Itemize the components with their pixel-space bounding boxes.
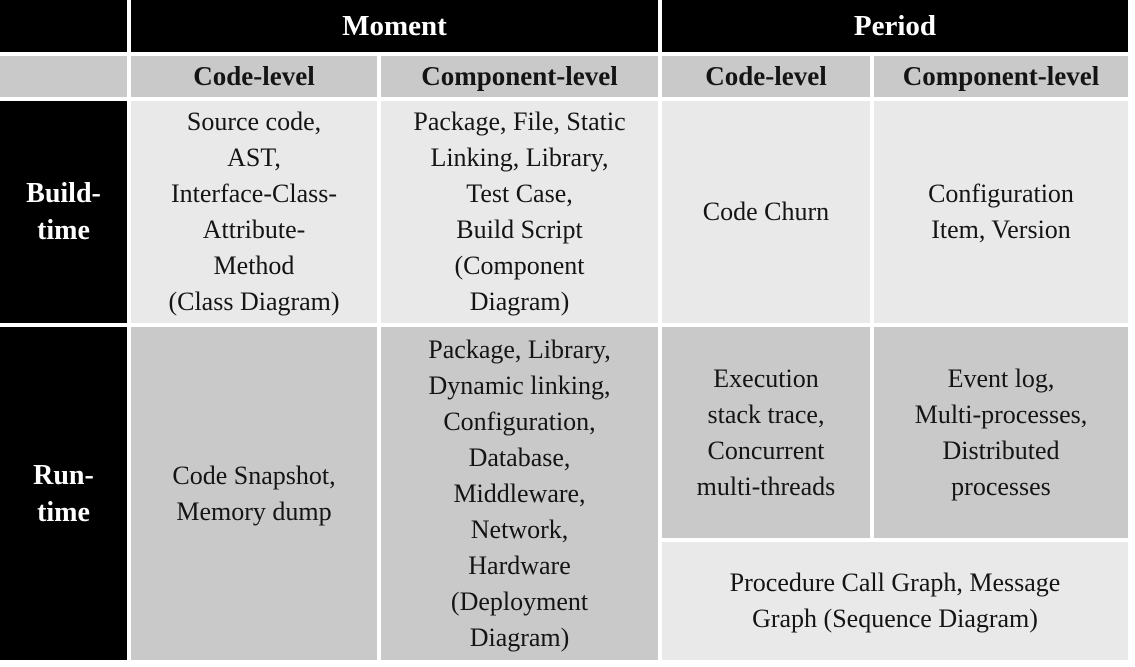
column-group-moment: Moment — [131, 0, 658, 52]
subheader-corner-cell — [0, 56, 127, 97]
corner-cell — [0, 0, 127, 52]
subheader-period-component-level: Component-level — [874, 56, 1128, 97]
cell-run-period-span-sequence-diagram: Procedure Call Graph, Message Graph (Seq… — [662, 542, 1128, 660]
column-group-period: Period — [662, 0, 1128, 52]
cell-build-moment-component: Package, File, Static Linking, Library, … — [381, 101, 658, 323]
cell-run-moment-code: Code Snapshot, Memory dump — [131, 327, 377, 660]
row-header-build-time: Build- time — [0, 101, 127, 323]
cell-run-period-component: Event log, Multi-processes, Distributed … — [874, 327, 1128, 538]
subheader-moment-component-level: Component-level — [381, 56, 658, 97]
cell-run-period-code: Execution stack trace, Concurrent multi-… — [662, 327, 870, 538]
row-header-run-time: Run- time — [0, 327, 127, 660]
subheader-moment-code-level: Code-level — [131, 56, 377, 97]
cell-build-period-component: Configuration Item, Version — [874, 101, 1128, 323]
cell-build-period-code: Code Churn — [662, 101, 870, 323]
cell-run-moment-component: Package, Library, Dynamic linking, Confi… — [381, 327, 658, 660]
cell-build-moment-code: Source code, AST, Interface-Class- Attri… — [131, 101, 377, 323]
subheader-period-code-level: Code-level — [662, 56, 870, 97]
